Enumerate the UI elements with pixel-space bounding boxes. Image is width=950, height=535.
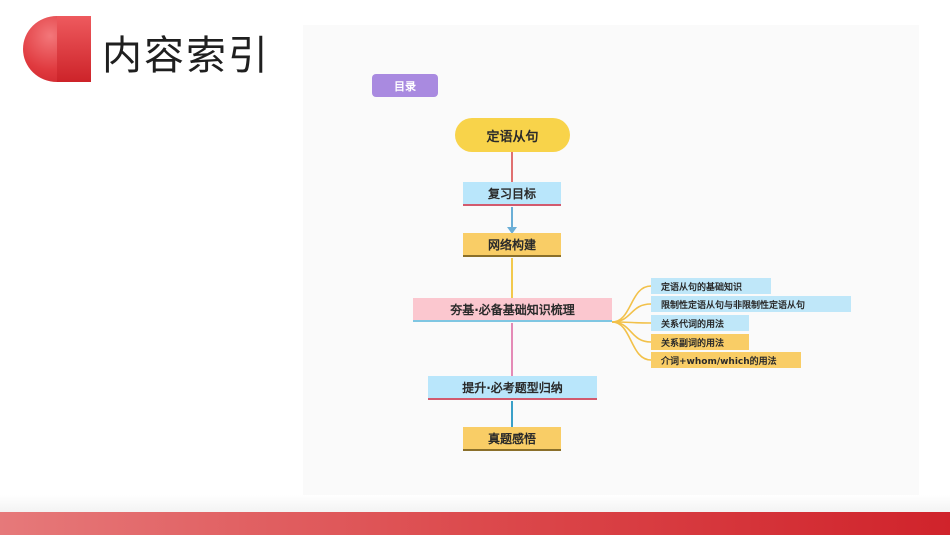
branch-line-2 [611, 303, 652, 323]
branch-line-4 [611, 321, 652, 343]
catalog-tag: 目录 [372, 74, 438, 97]
node-question-types: 提升·必考题型归纳 [428, 376, 597, 400]
bottom-accent-bar [0, 512, 950, 535]
node-network-building: 网络构建 [463, 233, 561, 257]
node-real-questions: 真题感悟 [463, 427, 561, 451]
node-review-goals: 复习目标 [463, 182, 561, 206]
sub-node-relative-adverb: 关系副词的用法 [651, 334, 749, 350]
arrow-down-icon [507, 227, 517, 234]
page-title: 内容索引 [102, 33, 270, 79]
bottom-fade [0, 495, 950, 512]
logo-square [57, 16, 91, 82]
node-basic-knowledge: 夯基·必备基础知识梳理 [413, 298, 612, 322]
branch-line-5 [611, 321, 652, 361]
sub-node-relative-pronoun: 关系代词的用法 [651, 315, 749, 331]
root-node: 定语从句 [455, 118, 570, 152]
diagram-panel [303, 25, 919, 495]
sub-node-preposition-whom-which: 介词+whom/which的用法 [651, 352, 801, 368]
sub-node-restrictive: 限制性定语从句与非限制性定语从句 [651, 296, 851, 312]
sub-node-basics: 定语从句的基础知识 [651, 278, 771, 294]
